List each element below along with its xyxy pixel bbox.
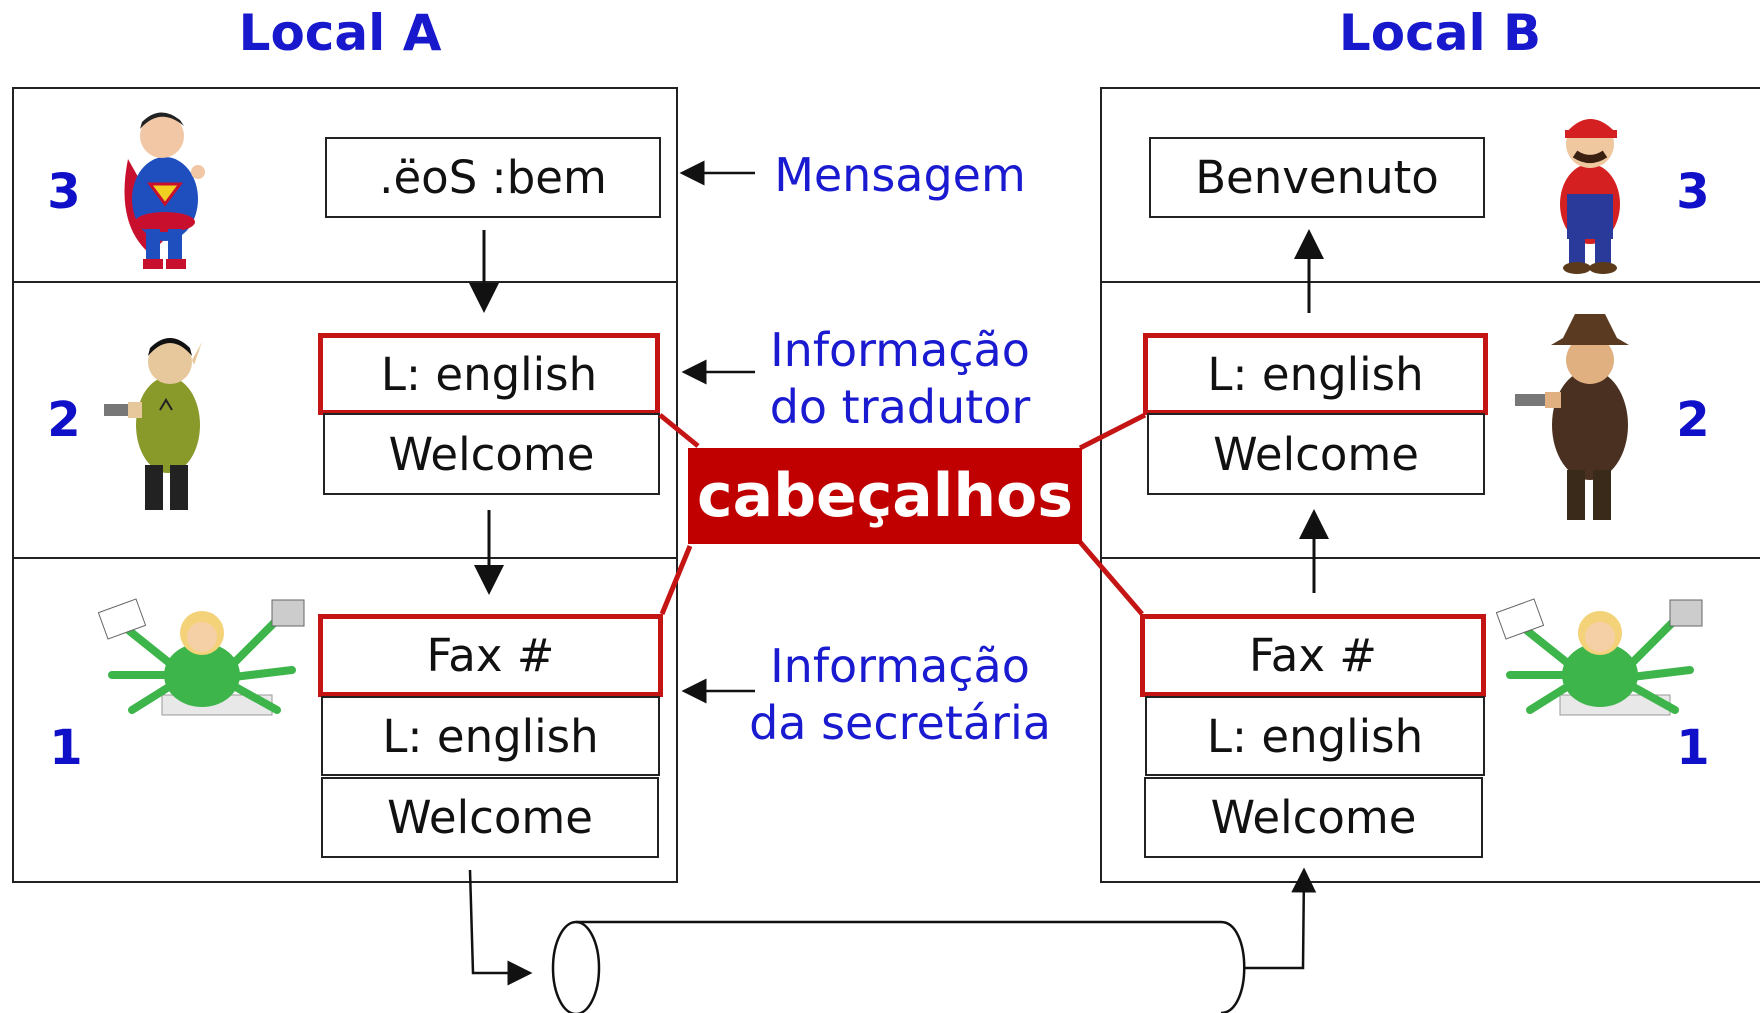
superman-figure-icon: [124, 112, 205, 269]
local-a-layer-2-number: 2: [47, 392, 81, 448]
translator-annotation-line-1: Informação: [770, 323, 1030, 377]
mario-figure-icon: [1560, 119, 1620, 274]
local-b-layer-1-message: Welcome: [1144, 777, 1483, 858]
headers-banner: cabeçalhos: [688, 448, 1082, 544]
local-b-layer-3-number: 3: [1676, 164, 1710, 220]
local-a-title: Local A: [238, 4, 442, 62]
secretary-figure-icon: [97, 598, 305, 716]
translator-annotation-line-2: do tradutor: [769, 380, 1031, 434]
local-b-title: Local B: [1338, 4, 1542, 62]
local-b-translator-header: L: english: [1143, 333, 1488, 415]
cowboy-figure-icon: [1515, 314, 1629, 520]
arrow-channel-to-b: [1245, 867, 1317, 970]
local-b-secretary-header: Fax #: [1140, 614, 1486, 697]
spock-figure-icon: [104, 338, 202, 510]
local-b-layer-1-lang: L: english: [1145, 696, 1485, 776]
local-b-layer-2-message: Welcome: [1147, 413, 1485, 495]
secretary-annotation-line-2: da secretária: [749, 696, 1051, 750]
secretary-figure-icon: [1495, 598, 1703, 716]
local-a-layer-1-message: Welcome: [321, 777, 659, 858]
local-a-translator-header: L: english: [318, 333, 660, 415]
transmission-pipe: [551, 920, 1246, 1013]
arrow-a-to-channel: [468, 869, 533, 986]
secretary-annotation-line-1: Informação: [770, 639, 1030, 693]
local-a-layer-3-number: 3: [47, 164, 81, 220]
local-b-layer-1-number: 1: [1676, 720, 1710, 776]
local-a-layer-3-message: .ëoS :bem: [325, 137, 661, 218]
local-b-layer-3-message: Benvenuto: [1149, 137, 1485, 218]
message-annotation: Mensagem: [774, 148, 1026, 202]
local-b-layer-2-number: 2: [1676, 392, 1710, 448]
local-a-layer-1-number: 1: [49, 720, 83, 776]
local-a-layer-2-message: Welcome: [323, 413, 660, 495]
local-a-layer-1-lang: L: english: [321, 696, 660, 776]
local-a-secretary-header: Fax #: [318, 614, 663, 697]
